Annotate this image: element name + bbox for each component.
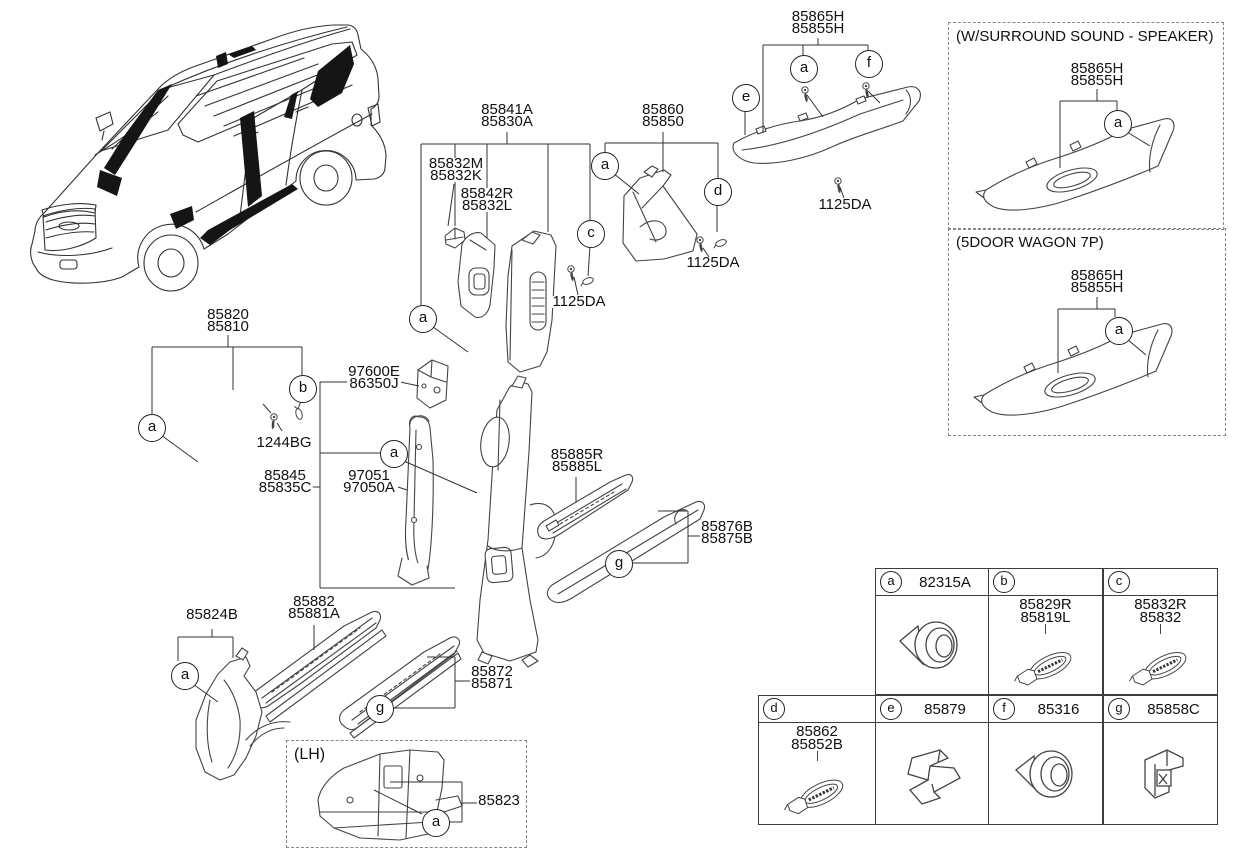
part-seatbelt-rail	[397, 415, 434, 586]
callout-e-top: e	[732, 84, 760, 112]
legend-letter-b: b	[993, 571, 1015, 593]
callout-a-top: a	[790, 55, 818, 83]
legend-cell-c: c 85832R 85832	[1103, 568, 1218, 695]
airbag-badge-icon	[1128, 651, 1186, 686]
callout-c-bpillar: c	[577, 220, 605, 248]
part-seatbelt-adjuster	[416, 359, 449, 409]
part-label-1125da-right: 1125DA	[685, 254, 741, 271]
callout-f-top: f	[855, 50, 883, 78]
legend-leader-b	[1045, 623, 1046, 634]
part-label-1125da-center: 1125DA	[551, 293, 607, 310]
surround-sound-box: (W/SURROUND SOUND - SPEAKER)	[948, 22, 1224, 230]
part-rear-door-scuff-upper	[537, 473, 634, 540]
wagon-7p-box: (5DOOR WAGON 7P)	[948, 228, 1226, 436]
part-b-pillar-upper-trim-left	[457, 232, 496, 318]
legend-letter-g: g	[1108, 698, 1130, 720]
legend-code-a: 82315A	[919, 573, 971, 591]
part-label-1125da-top: 1125DA	[817, 196, 873, 213]
part-c-pillar-trim	[622, 165, 698, 262]
legend-letter-d: d	[763, 698, 785, 720]
surround-sound-box-caption: (W/SURROUND SOUND - SPEAKER)	[954, 28, 1216, 45]
car-illustration	[30, 24, 387, 292]
legend-leader-d	[816, 751, 818, 761]
legend-letter-e: e	[880, 698, 902, 720]
part-d-pillar-trim-speaker	[975, 118, 1175, 211]
legend-leader-c	[1160, 623, 1161, 634]
grommet-icon	[899, 620, 958, 669]
callout-a-bpillar-lower: a	[380, 440, 408, 468]
leader-lines	[151, 38, 1151, 823]
legend-letter-f: f	[993, 698, 1015, 720]
wagon-7p-box-caption: (5DOOR WAGON 7P)	[954, 234, 1106, 251]
legend-code-f: 85316	[1037, 700, 1080, 718]
fastener-legend-table: a 82315A b 85829R 85819L	[758, 568, 1218, 825]
legend-code-e: 85879	[924, 700, 966, 718]
part-label-1244bg: 1244BG	[255, 434, 313, 451]
airbag-badge-icon	[1013, 651, 1071, 686]
clamp-clip-icon	[1143, 749, 1184, 799]
legend-cell-d: d 85862 85852B	[758, 695, 876, 825]
callout-a-lh: a	[422, 809, 450, 837]
airbag-badge-icon	[784, 779, 844, 815]
part-b-pillar-lower-trim	[476, 375, 557, 668]
part-front-door-scuff	[251, 610, 387, 723]
trim-clip-icon	[907, 749, 961, 805]
legend-body-code-d: 85862 85852B	[791, 723, 843, 753]
legend-body-code-c: 85832R 85832	[1134, 595, 1187, 626]
part-rear-pillar-trim-upper	[732, 86, 921, 164]
legend-letter-a: a	[880, 571, 902, 593]
callout-a-cpillar: a	[591, 152, 619, 180]
callout-a-apillar: a	[138, 414, 166, 442]
part-b-pillar-upper-trim-right	[505, 230, 557, 373]
legend-body-code-b: 85829R 85819L	[1019, 595, 1072, 626]
part-label-85823: 85823	[477, 792, 521, 809]
legend-cell-f: f 85316	[988, 695, 1103, 825]
grommet-icon	[1014, 750, 1073, 798]
callout-g-rear-sill: g	[605, 550, 633, 578]
callout-a-wagon: a	[1105, 317, 1133, 345]
lh-box-caption: (LH)	[292, 746, 328, 764]
part-cowl-side-trim	[195, 647, 291, 781]
legend-letter-c: c	[1108, 571, 1130, 593]
callout-g-front-sill: g	[366, 695, 394, 723]
legend-cell-b: b 85829R 85819L	[988, 568, 1103, 695]
part-label-85824b: 85824B	[185, 606, 239, 623]
legend-code-g: 85858C	[1147, 700, 1200, 718]
callout-a-surround: a	[1104, 110, 1132, 138]
legend-cell-g: g 85858C	[1103, 695, 1218, 825]
callout-a-cowl: a	[171, 662, 199, 690]
callout-a-bpillar-upper: a	[409, 305, 437, 333]
legend-cell-a: a 82315A	[875, 568, 989, 695]
legend-cell-e: e 85879	[875, 695, 989, 825]
callout-d-cpillar: d	[704, 178, 732, 206]
callout-b-apillar: b	[289, 375, 317, 403]
